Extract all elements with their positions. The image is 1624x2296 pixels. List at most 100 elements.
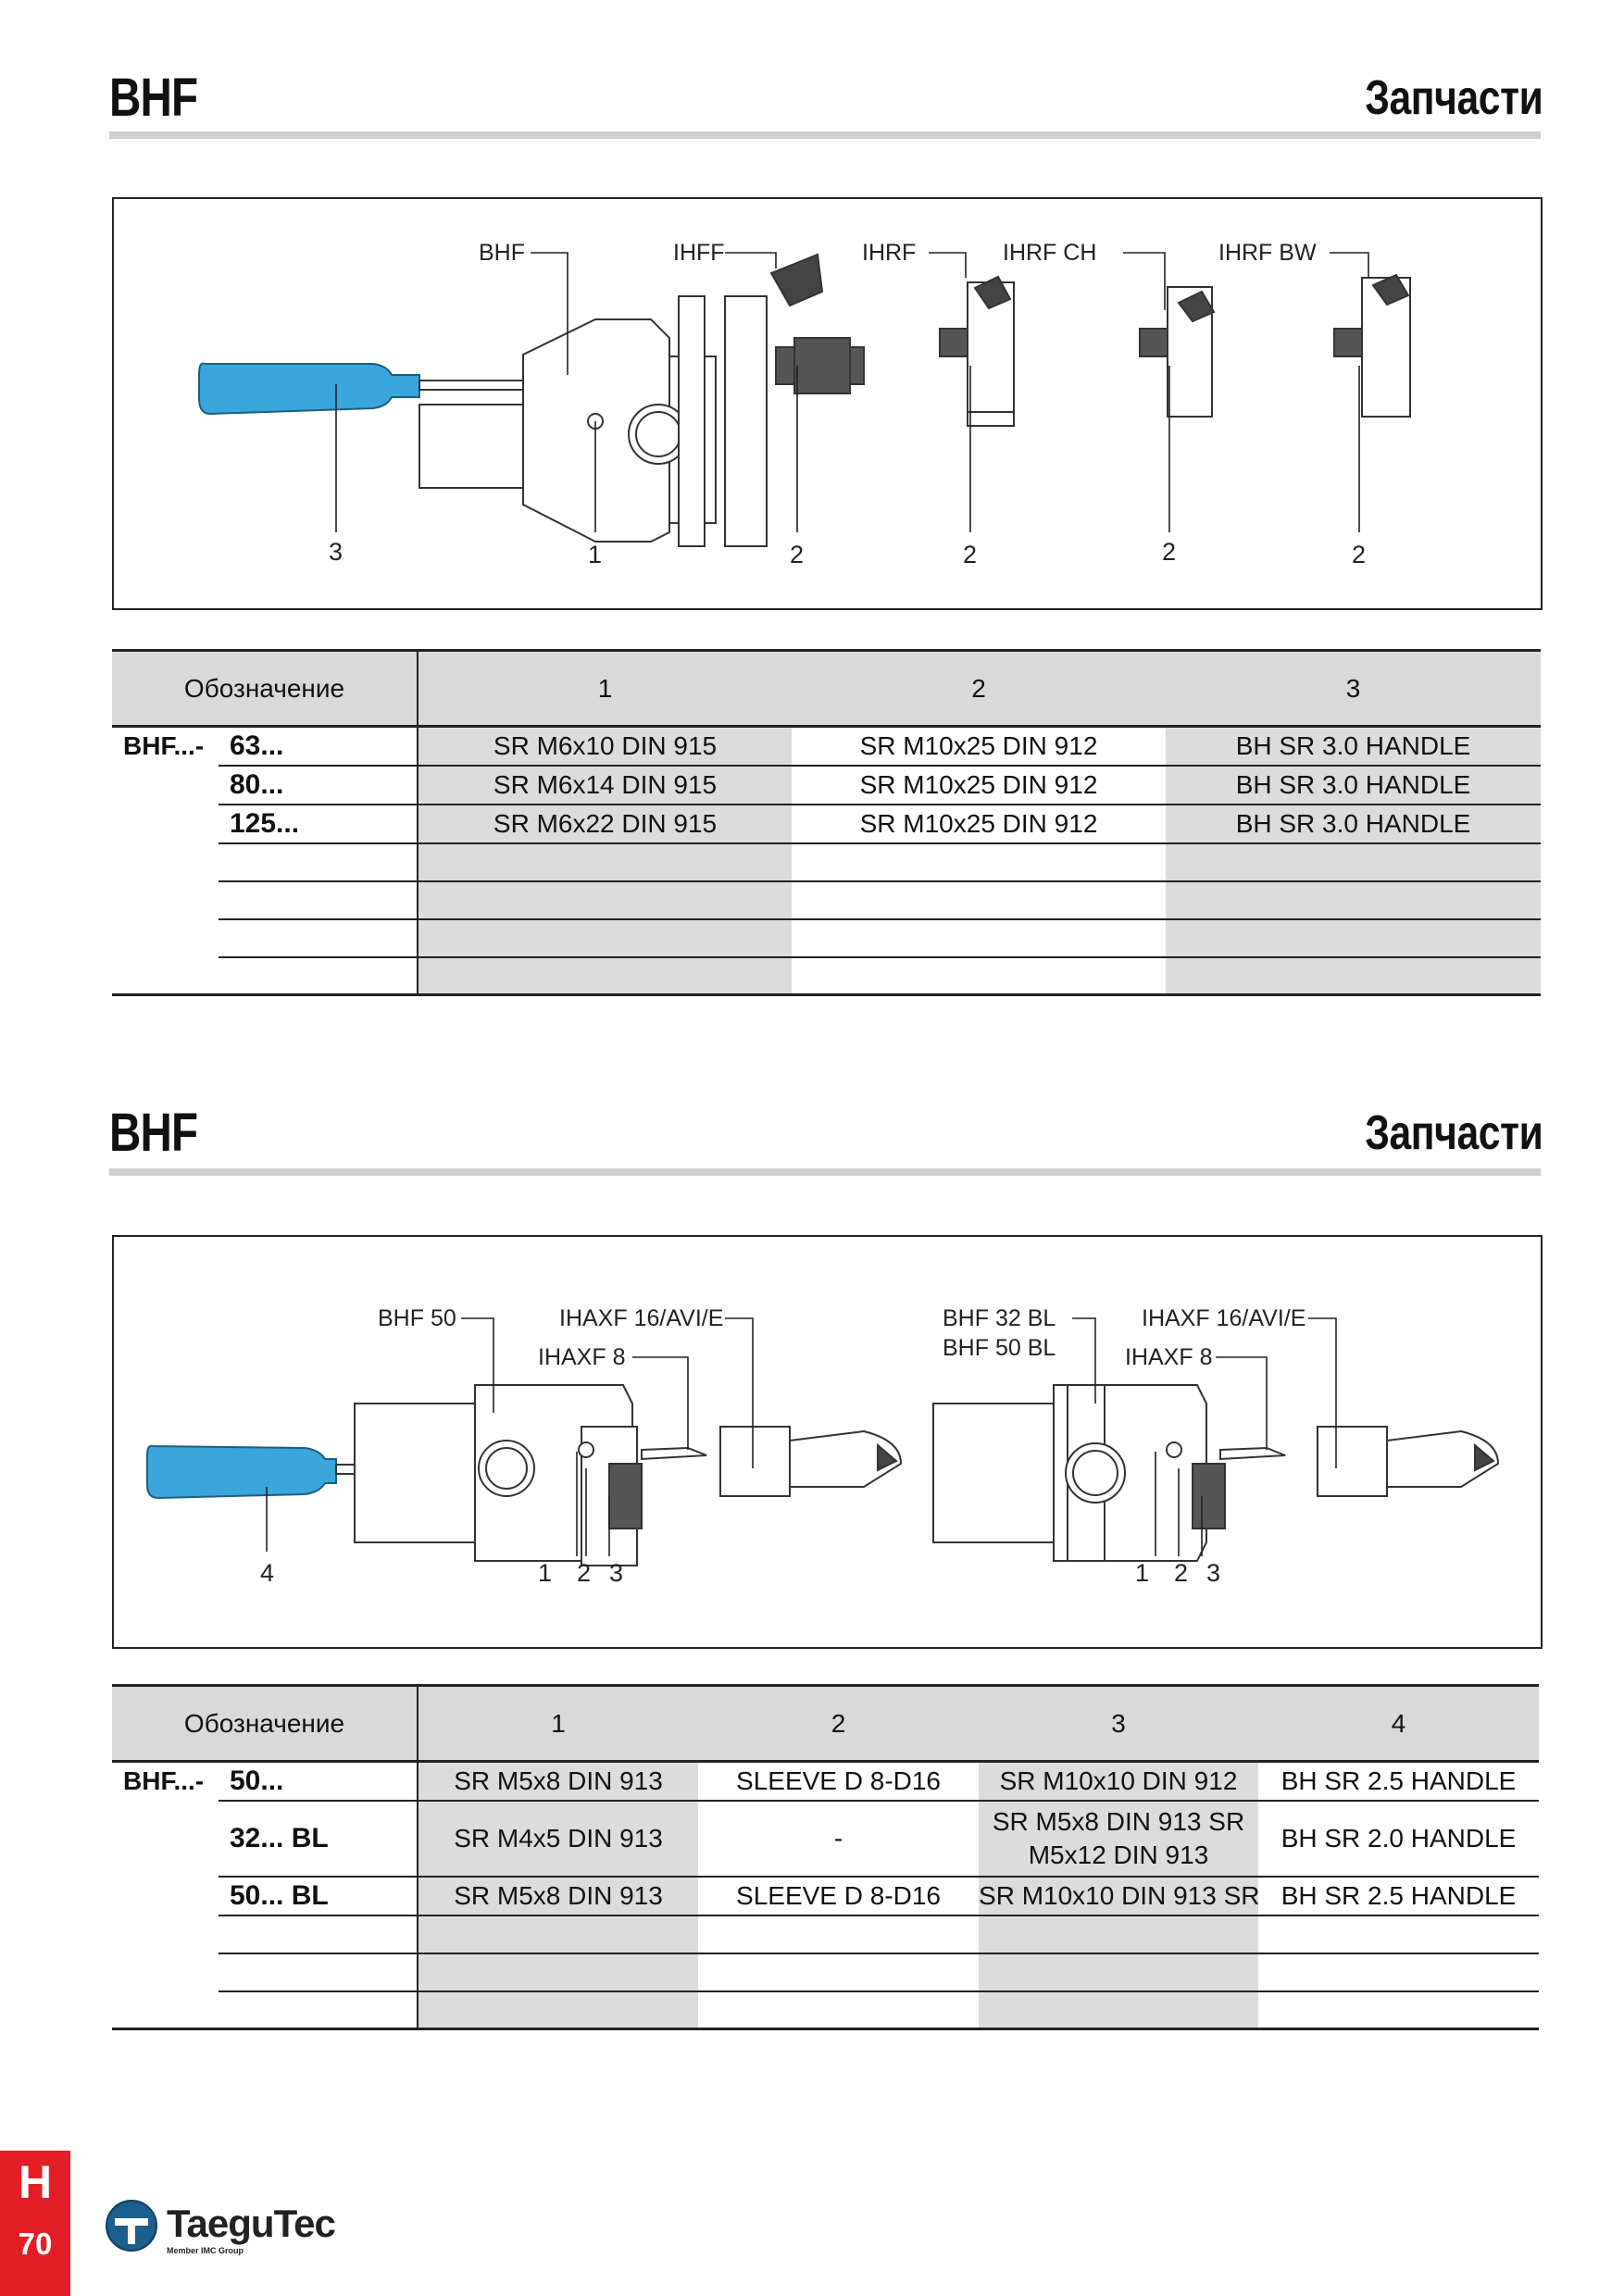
section1-parts-table: Обозначение 1 2 3 BHF...- 63... SR M6x10… <box>112 649 1542 996</box>
header-designation: Обозначение <box>112 649 419 728</box>
row-size: 63... <box>219 726 419 767</box>
bhf-bl-body-icon <box>932 1384 1286 1562</box>
section2-parts-table: Обозначение 1 2 3 4 BHF...- 50... SR M5x… <box>112 1684 1540 2030</box>
section1-diagram-drawing: BHF IHFF IHRF IHRF CH IHRF BW 3 1 2 2 2 … <box>198 240 1411 568</box>
label-ihaxf-16-a: IHAXF 16/AVI/E <box>559 1305 723 1331</box>
bhf50-body-icon <box>354 1384 707 1566</box>
table-cell: BH SR 3.0 HANDLE <box>1166 726 1542 767</box>
header-designation: Обозначение <box>112 1684 419 1763</box>
header-col-1: 1 <box>418 1684 699 1763</box>
section-tab <box>0 2151 70 2296</box>
table-cell: SLEEVE D 8-D16 <box>698 1876 980 1916</box>
table-row: 125... SR M6x22 DIN 915 SR M10x25 DIN 91… <box>112 804 1542 844</box>
section1-leader-lines <box>335 252 1369 532</box>
table-cell: SR M5x8 DIN 913 SR M5x12 DIN 913 <box>979 1800 1259 1878</box>
callout-1b: 1 <box>1135 1559 1149 1587</box>
callout-2c: 2 <box>1162 538 1176 566</box>
row-size: 32... BL <box>219 1800 419 1878</box>
brand-subtitle: Member IMC Group <box>167 2246 244 2255</box>
table-cell: SR M10x10 DIN 913 SR <box>979 1876 1259 1916</box>
header-col-3: 3 <box>1166 649 1542 728</box>
ihrf-ch-holder-icon <box>1139 286 1216 418</box>
row-prefix: BHF...- <box>123 1766 205 1796</box>
label-bhf-50: BHF 50 <box>378 1305 456 1331</box>
table-cell: SR M10x25 DIN 912 <box>792 765 1167 805</box>
table-cell: BH SR 2.5 HANDLE <box>1258 1876 1540 1916</box>
section2-diagram-drawing: BHF 50 IHAXF 16/AVI/E IHAXF 8 BHF 32 BL … <box>146 1305 1500 1587</box>
page-number: 70 <box>18 2227 53 2261</box>
section-letter: H <box>18 2156 53 2208</box>
section1-diagram: BHF IHFF IHRF IHRF CH IHRF BW 3 1 2 2 2 … <box>112 197 1543 610</box>
table-row: 50... BL SR M5x8 DIN 913 SLEEVE D 8-D16 … <box>112 1876 1540 1916</box>
table-cell: BH SR 3.0 HANDLE <box>1166 765 1542 805</box>
table-cell: SR M10x10 DIN 912 <box>979 1761 1259 1802</box>
label-bhf: BHF <box>479 240 525 266</box>
table-cell: SR M6x22 DIN 915 <box>418 804 793 844</box>
table-row-empty <box>112 1953 1540 1992</box>
table-row: BHF...- 63... SR M6x10 DIN 915 SR M10x25… <box>112 726 1542 767</box>
table-row: 32... BL SR M4x5 DIN 913 - SR M5x8 DIN 9… <box>112 1800 1540 1878</box>
row-size: 125... <box>219 804 419 844</box>
header-col-2: 2 <box>792 649 1167 728</box>
table-cell: SR M6x10 DIN 915 <box>418 726 793 767</box>
table-row-empty <box>112 1915 1540 1954</box>
table-cell: SLEEVE D 8-D16 <box>698 1761 980 1802</box>
section1-title: BHF <box>109 68 198 128</box>
table-cell: SR M5x8 DIN 913 <box>418 1761 699 1802</box>
label-ihrf: IHRF <box>862 240 916 266</box>
callout-1: 1 <box>588 541 602 568</box>
callout-2b: 2 <box>1174 1559 1188 1587</box>
table-cell: SR M4x5 DIN 913 <box>418 1800 699 1878</box>
table-cell: BH SR 3.0 HANDLE <box>1166 804 1542 844</box>
section2-rule <box>109 1168 1541 1176</box>
table-cell: SR M10x25 DIN 912 <box>792 804 1167 844</box>
callout-2b: 2 <box>963 541 977 568</box>
label-ihaxf-8-b: IHAXF 8 <box>1125 1344 1212 1370</box>
label-ihff: IHFF <box>673 240 725 266</box>
label-bhf-32-bl: BHF 32 BL <box>943 1305 1056 1331</box>
table-row-empty <box>112 842 1542 882</box>
row-size: 50... BL <box>219 1876 419 1916</box>
brand-name: TaeguTec <box>167 2202 336 2245</box>
ihaxf-holder-icon <box>1317 1426 1500 1497</box>
table-cell: SR M10x25 DIN 912 <box>792 726 1167 767</box>
header-col-2: 2 <box>698 1684 980 1763</box>
callout-3: 3 <box>329 538 343 566</box>
bhf-body-icon <box>418 253 865 547</box>
table-row-empty <box>112 880 1542 920</box>
table-cell: - <box>698 1800 980 1878</box>
callout-4: 4 <box>260 1559 274 1587</box>
callout-3a: 3 <box>609 1559 623 1587</box>
section2-title: BHF <box>109 1103 198 1163</box>
table-row-empty <box>112 1990 1540 2030</box>
row-prefix: BHF...- <box>123 731 205 761</box>
header-col-4: 4 <box>1258 1684 1540 1763</box>
label-bhf-50-bl: BHF 50 BL <box>943 1335 1056 1361</box>
table-cell: SR M5x8 DIN 913 <box>418 1876 699 1916</box>
table-cell: BH SR 2.0 HANDLE <box>1258 1800 1540 1878</box>
section2-diagram: BHF 50 IHAXF 16/AVI/E IHAXF 8 BHF 32 BL … <box>112 1235 1543 1649</box>
section1-rule <box>109 131 1541 139</box>
taegutec-logo-icon <box>106 2200 157 2252</box>
label-ihaxf-16-b: IHAXF 16/AVI/E <box>1142 1305 1305 1331</box>
table-row-empty <box>112 918 1542 958</box>
section1-subtitle: Запчасти <box>1364 71 1543 125</box>
row-size: 80... <box>219 765 419 805</box>
header-col-1: 1 <box>418 649 793 728</box>
table-row: BHF...- 50... SR M5x8 DIN 913 SLEEVE D 8… <box>112 1761 1540 1802</box>
callout-2d: 2 <box>1352 541 1366 568</box>
label-ihaxf-8-a: IHAXF 8 <box>538 1344 625 1370</box>
callout-2a: 2 <box>577 1559 591 1587</box>
ihrf-holder-icon <box>939 275 1015 427</box>
label-ihrf-ch: IHRF CH <box>1003 240 1096 266</box>
section2-subtitle: Запчасти <box>1364 1106 1543 1160</box>
section2-leader-lines <box>266 1317 1337 1556</box>
table-cell: SR M6x14 DIN 915 <box>418 765 793 805</box>
header-col-3: 3 <box>979 1684 1259 1763</box>
table-row-empty <box>112 956 1542 996</box>
row-size: 50... <box>219 1761 419 1802</box>
table-row: 80... SR M6x14 DIN 915 SR M10x25 DIN 912… <box>112 765 1542 805</box>
callout-1a: 1 <box>538 1559 552 1587</box>
callout-2a: 2 <box>790 541 804 568</box>
label-ihrf-bw: IHRF BW <box>1218 240 1317 266</box>
